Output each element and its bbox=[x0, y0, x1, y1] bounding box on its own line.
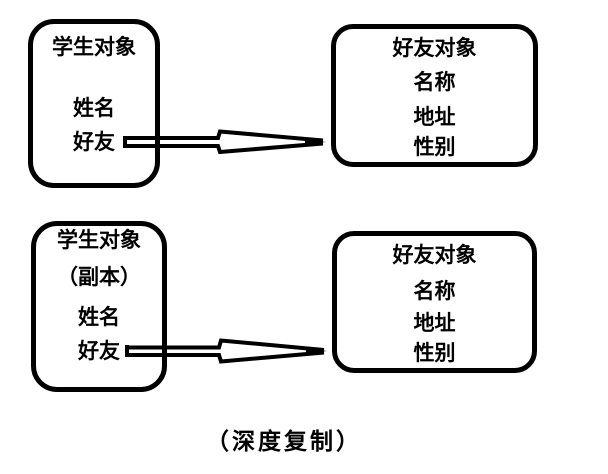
field-friend-label: 好友 bbox=[78, 340, 120, 363]
diagram-caption: （深度复制） bbox=[206, 428, 362, 454]
field-name-label: 姓名 bbox=[78, 306, 120, 329]
box-title: 好友对象 bbox=[392, 37, 477, 60]
friend-object-box: 好友对象 名称 地址 性别 bbox=[331, 24, 538, 167]
field-gender-label: 性别 bbox=[413, 342, 456, 365]
box-title: 好友对象 bbox=[392, 244, 477, 267]
field-address-label: 地址 bbox=[413, 312, 456, 335]
field-name-label: 姓名 bbox=[73, 97, 115, 120]
field-friend-label: 好友 bbox=[73, 131, 115, 154]
box-title: 学生对象 bbox=[52, 36, 136, 59]
field-name-label: 名称 bbox=[413, 71, 456, 94]
student-copy-object-box: 学生对象 （副本） 姓名 好友 bbox=[31, 221, 167, 392]
field-gender-label: 性别 bbox=[413, 136, 456, 159]
field-address-label: 地址 bbox=[413, 106, 456, 129]
box-subtitle: （副本） bbox=[57, 266, 141, 289]
student-object-box: 学生对象 姓名 好友 bbox=[28, 19, 160, 188]
box-title: 学生对象 bbox=[57, 229, 141, 252]
field-name-label: 名称 bbox=[413, 280, 456, 303]
friend-copy-object-box: 好友对象 名称 地址 性别 bbox=[332, 231, 537, 373]
